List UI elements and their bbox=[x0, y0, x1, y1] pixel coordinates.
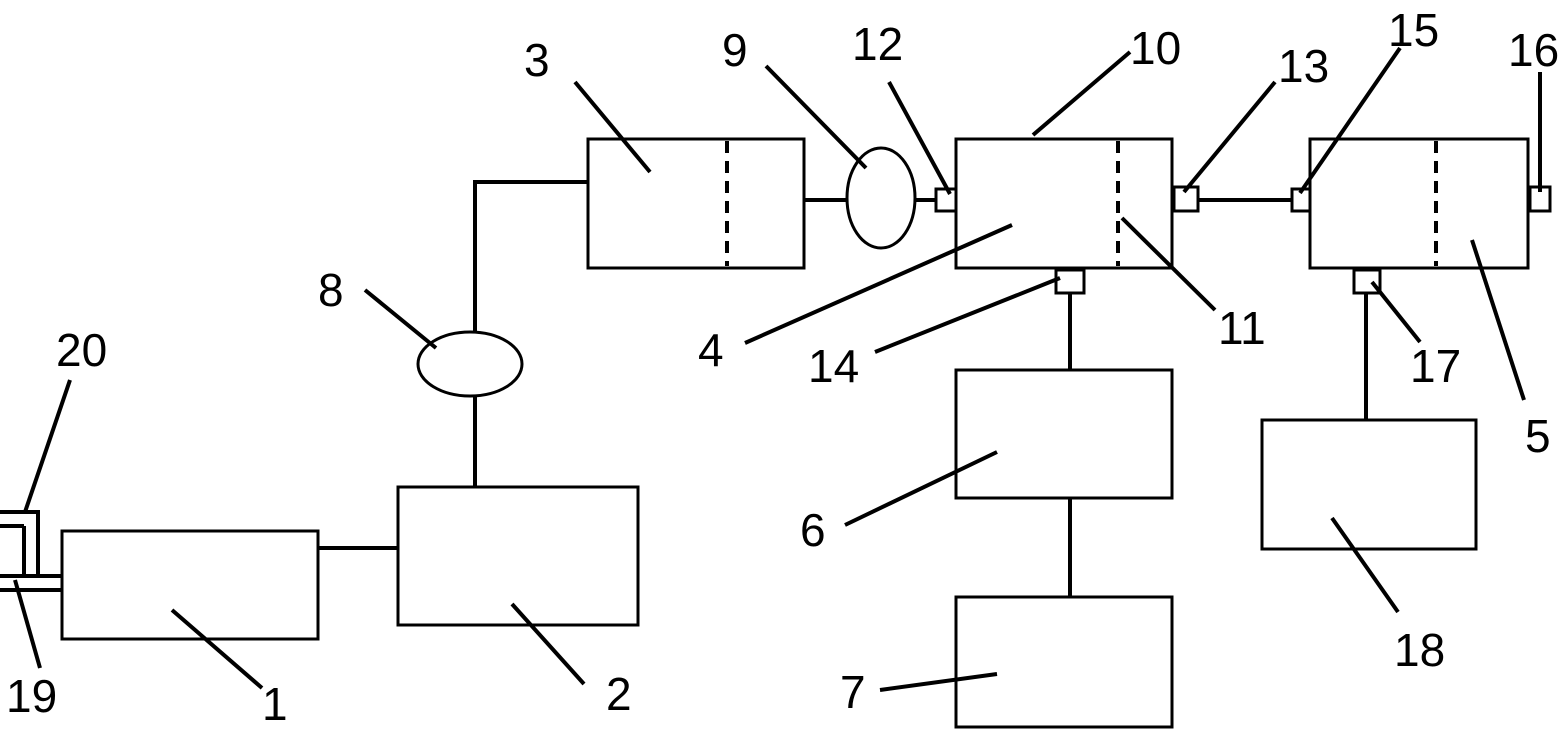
leader-6 bbox=[844, 450, 998, 527]
label-10: 10 bbox=[1130, 22, 1181, 74]
leader-3 bbox=[573, 80, 652, 174]
port-12 bbox=[934, 187, 958, 213]
labels: 1 2 3 4 5 6 7 8 9 10 11 12 13 14 15 16 1… bbox=[6, 4, 1559, 730]
leader-15 bbox=[1298, 46, 1402, 195]
leader-11 bbox=[1120, 216, 1217, 312]
pipe-20 bbox=[0, 510, 40, 576]
component-3 bbox=[586, 137, 806, 270]
leader-13 bbox=[1182, 80, 1277, 194]
leader-7 bbox=[879, 672, 998, 692]
leader-12 bbox=[887, 81, 952, 195]
label-16: 16 bbox=[1508, 24, 1559, 76]
label-18: 18 bbox=[1394, 624, 1445, 676]
leader-4 bbox=[744, 223, 1013, 345]
component-5 bbox=[1308, 137, 1530, 270]
leader-1 bbox=[170, 608, 264, 690]
component-6 bbox=[954, 368, 1174, 500]
label-17: 17 bbox=[1410, 340, 1461, 392]
label-1: 1 bbox=[262, 678, 288, 730]
leader-8 bbox=[363, 288, 438, 350]
label-11: 11 bbox=[1218, 302, 1266, 354]
leader-20 bbox=[23, 379, 72, 513]
label-2: 2 bbox=[606, 668, 632, 720]
label-6: 6 bbox=[800, 504, 826, 556]
label-7: 7 bbox=[840, 666, 866, 718]
label-15: 15 bbox=[1388, 4, 1439, 56]
label-20: 20 bbox=[56, 324, 107, 376]
leader-9 bbox=[764, 64, 868, 170]
leader-5 bbox=[1470, 239, 1526, 401]
label-4: 4 bbox=[698, 324, 724, 376]
valves bbox=[416, 146, 917, 398]
leader-10 bbox=[1031, 50, 1132, 137]
valve-8 bbox=[416, 330, 524, 398]
component-7 bbox=[954, 595, 1174, 729]
component-4 bbox=[954, 137, 1174, 270]
leader-2 bbox=[510, 602, 586, 686]
valve-9 bbox=[845, 146, 917, 250]
dividers bbox=[725, 141, 1438, 266]
component-2 bbox=[396, 485, 640, 627]
components bbox=[60, 137, 1530, 729]
component-1 bbox=[60, 529, 320, 641]
label-5: 5 bbox=[1525, 410, 1551, 462]
label-9: 9 bbox=[722, 24, 748, 76]
component-18 bbox=[1260, 418, 1478, 551]
label-14: 14 bbox=[808, 340, 859, 392]
label-13: 13 bbox=[1278, 40, 1329, 92]
label-12: 12 bbox=[852, 18, 903, 70]
leader-17 bbox=[1370, 280, 1422, 344]
leader-18 bbox=[1330, 516, 1400, 614]
leader-14 bbox=[874, 276, 1061, 354]
label-19: 19 bbox=[6, 670, 57, 722]
label-8: 8 bbox=[318, 264, 344, 316]
leader-lines bbox=[13, 46, 1542, 692]
label-3: 3 bbox=[524, 34, 550, 86]
port-14 bbox=[1054, 268, 1086, 295]
port-17 bbox=[1352, 268, 1382, 295]
leader-19 bbox=[13, 579, 42, 669]
